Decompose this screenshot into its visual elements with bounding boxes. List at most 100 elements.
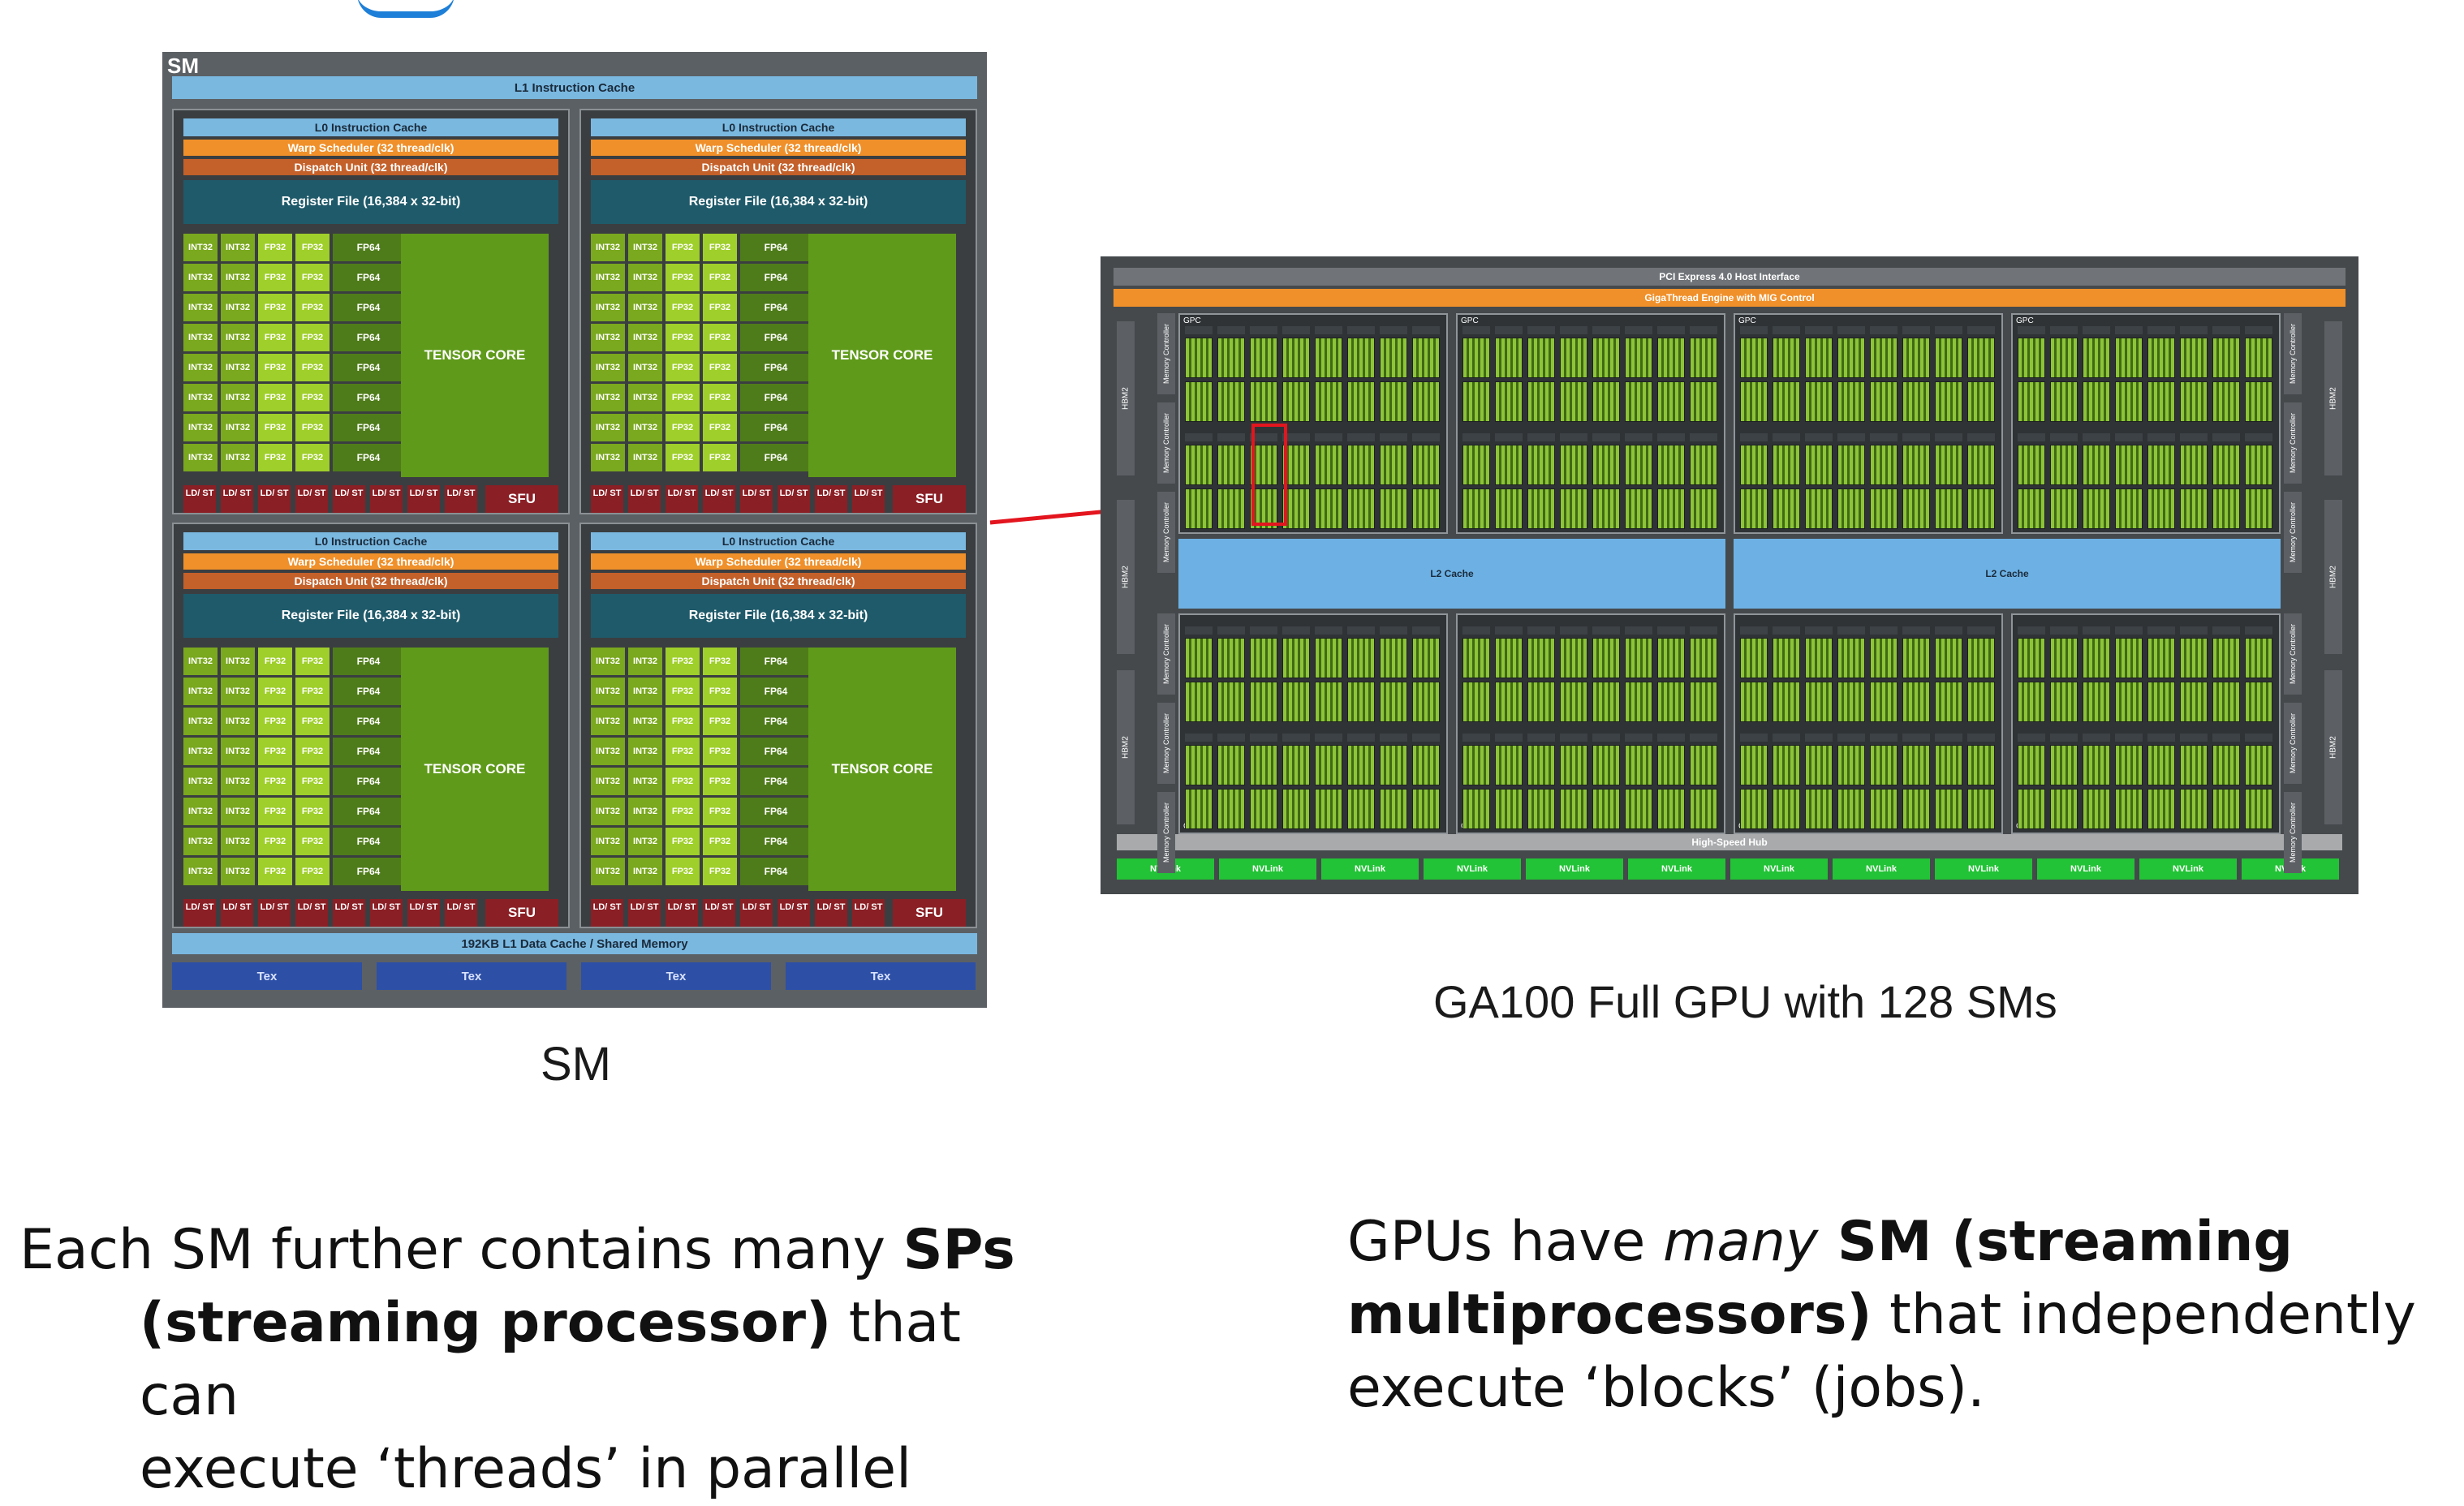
gpu-sm-block bbox=[2018, 338, 2045, 378]
tpc-label-bar bbox=[1380, 626, 1407, 635]
nvlink-port: NVLink bbox=[1526, 858, 1623, 880]
gpu-sm-block bbox=[1217, 338, 1245, 378]
memory-controller: Memory Controller bbox=[1157, 792, 1175, 873]
gpc-block: GPC bbox=[2011, 313, 2281, 534]
memory-controller: Memory Controller bbox=[2284, 613, 2302, 695]
gpu-sm-block bbox=[1527, 445, 1555, 485]
tpc-label-bar bbox=[1592, 734, 1620, 742]
ld-st-unit: LD/ ST bbox=[852, 485, 885, 513]
ld-st-unit: LD/ ST bbox=[370, 485, 403, 513]
tpc-label-bar bbox=[2083, 433, 2110, 441]
gpu-sm-block bbox=[1412, 682, 1440, 722]
gpu-sm-block bbox=[1657, 682, 1685, 722]
fp32-core: FP32 bbox=[703, 444, 737, 471]
int32-core: INT32 bbox=[628, 354, 662, 381]
tpc-label-bar bbox=[1462, 326, 1490, 334]
int32-core: INT32 bbox=[183, 708, 218, 735]
gpu-sm-block bbox=[1625, 682, 1652, 722]
gpu-sm-block bbox=[1870, 381, 1898, 422]
gpu-sm-block bbox=[1967, 682, 1995, 722]
fp32-core: FP32 bbox=[295, 678, 330, 705]
gpu-sm-block bbox=[1740, 638, 1768, 678]
int32-core: INT32 bbox=[221, 828, 255, 855]
fp32-core: FP32 bbox=[703, 234, 737, 261]
gpu-sm-block bbox=[1592, 638, 1620, 678]
gpu-sm-block bbox=[1805, 445, 1833, 485]
tpc-label-bar bbox=[2050, 433, 2078, 441]
gpu-sm-block bbox=[2245, 745, 2272, 785]
gpu-sm-block bbox=[2180, 488, 2208, 529]
gpu-sm-block bbox=[1250, 638, 1277, 678]
register-file: Register File (16,384 x 32-bit) bbox=[591, 594, 966, 638]
text-bold: SPs bbox=[902, 1218, 1015, 1282]
gpu-sm-block bbox=[2147, 488, 2175, 529]
gpu-sm-block bbox=[1805, 338, 1833, 378]
fp32-core: FP32 bbox=[666, 354, 700, 381]
gpu-sm-block bbox=[1690, 638, 1717, 678]
gpu-sm-block bbox=[1250, 682, 1277, 722]
fp32-core: FP32 bbox=[295, 708, 330, 735]
gpc-block: GPC bbox=[2011, 613, 2281, 834]
gpu-sm-block bbox=[2212, 488, 2240, 529]
int32-core: INT32 bbox=[221, 648, 255, 675]
fp32-core: FP32 bbox=[666, 294, 700, 321]
fp32-core: FP32 bbox=[295, 264, 330, 291]
gpu-sm-block bbox=[1902, 338, 1930, 378]
gpu-sm-block bbox=[1380, 682, 1407, 722]
int32-core: INT32 bbox=[591, 294, 625, 321]
gpu-sm-block bbox=[2083, 488, 2110, 529]
fp64-core: FP64 bbox=[333, 648, 404, 675]
gpu-sm-block bbox=[1462, 338, 1490, 378]
tpc-label-bar bbox=[1870, 433, 1898, 441]
int32-core: INT32 bbox=[591, 444, 625, 471]
ld-st-unit: LD/ ST bbox=[703, 485, 735, 513]
sm-diagram: SM L1 Instruction Cache L0 Instruction C… bbox=[162, 52, 987, 1008]
fp32-core: FP32 bbox=[666, 738, 700, 765]
fp64-core: FP64 bbox=[740, 858, 812, 885]
int32-core: INT32 bbox=[183, 324, 218, 351]
fp64-core: FP64 bbox=[740, 264, 812, 291]
tpc-label-bar bbox=[1625, 734, 1652, 742]
fp32-core: FP32 bbox=[295, 858, 330, 885]
tpc-label-bar bbox=[2180, 433, 2208, 441]
fp32-core: FP32 bbox=[703, 324, 737, 351]
gpu-sm-block bbox=[1837, 638, 1865, 678]
int32-core: INT32 bbox=[221, 264, 255, 291]
gpu-sm-block bbox=[1625, 789, 1652, 829]
gpu-sm-block bbox=[1690, 745, 1717, 785]
gpu-sm-block bbox=[1412, 445, 1440, 485]
tpc-label-bar bbox=[2212, 734, 2240, 742]
gpu-sm-block bbox=[2147, 638, 2175, 678]
text-run: that can bbox=[140, 1291, 961, 1428]
gpu-sm-block bbox=[1773, 445, 1800, 485]
fp64-core: FP64 bbox=[740, 828, 812, 855]
gpu-sm-block bbox=[1657, 338, 1685, 378]
gpu-sm-block bbox=[1773, 682, 1800, 722]
gpu-sm-block bbox=[1902, 638, 1930, 678]
gpu-sm-block bbox=[2212, 682, 2240, 722]
gpu-sm-block bbox=[2115, 745, 2143, 785]
gpu-sm-block bbox=[1217, 682, 1245, 722]
int32-core: INT32 bbox=[591, 384, 625, 411]
int32-core: INT32 bbox=[591, 414, 625, 441]
fp32-core: FP32 bbox=[258, 354, 292, 381]
gpu-sm-block bbox=[1870, 638, 1898, 678]
tpc-label-bar bbox=[1315, 734, 1342, 742]
tpc-label-bar bbox=[1870, 326, 1898, 334]
int32-core: INT32 bbox=[591, 708, 625, 735]
dispatch-unit: Dispatch Unit (32 thread/clk) bbox=[591, 159, 966, 175]
gpu-sm-block bbox=[1837, 745, 1865, 785]
int32-core: INT32 bbox=[591, 264, 625, 291]
fp32-core: FP32 bbox=[666, 264, 700, 291]
gpu-sm-block bbox=[1495, 488, 1523, 529]
gpu-sm-block bbox=[2083, 682, 2110, 722]
tpc-label-bar bbox=[1380, 734, 1407, 742]
gpu-sm-block bbox=[2018, 745, 2045, 785]
text-italic: many bbox=[1662, 1210, 1819, 1274]
gpu-sm-block bbox=[1592, 488, 1620, 529]
pci-express-interface: PCI Express 4.0 Host Interface bbox=[1114, 268, 2346, 286]
gpu-sm-block bbox=[2245, 381, 2272, 422]
fp32-core: FP32 bbox=[703, 264, 737, 291]
gpu-sm-block bbox=[2050, 445, 2078, 485]
tpc-label-bar bbox=[2212, 433, 2240, 441]
